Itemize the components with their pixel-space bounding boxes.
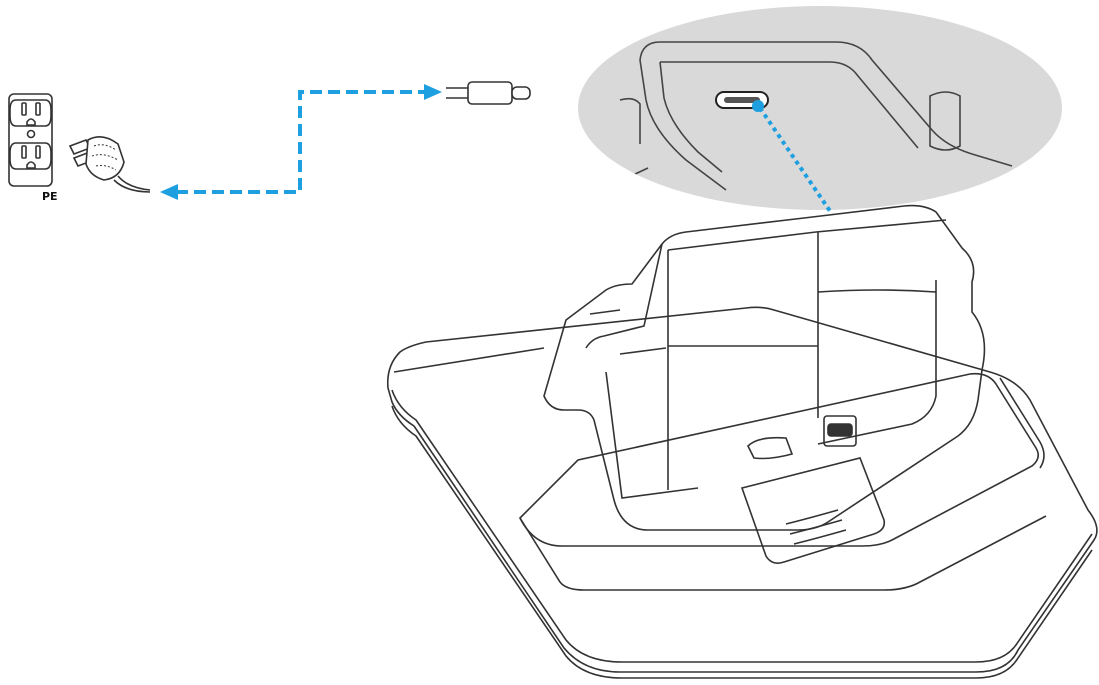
charging-cradle [386, 204, 1098, 679]
usb-c-cable-icon [446, 81, 531, 105]
port-zoom-view [578, 6, 1062, 210]
connection-arrow [176, 90, 428, 194]
power-plug-icon [68, 136, 151, 193]
outlet-label: PE [42, 190, 58, 203]
arrow-head-right [424, 84, 442, 100]
arrow-head-left [160, 184, 178, 200]
usb-c-port-icon [715, 91, 769, 109]
port-callout-line [752, 100, 834, 216]
wall-outlet-icon [8, 93, 53, 187]
